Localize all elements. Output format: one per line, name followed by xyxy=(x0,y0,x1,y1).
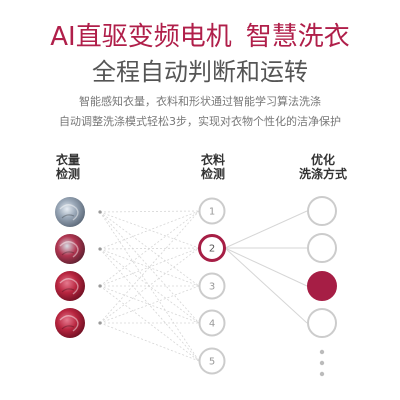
connector-dot xyxy=(98,210,102,214)
laundry-fold xyxy=(61,214,75,219)
dashed-connection-line xyxy=(99,210,200,250)
grey-laundry-icon xyxy=(55,197,85,227)
dashed-connection-line xyxy=(99,210,200,213)
dashed-connection-line xyxy=(99,322,200,362)
column-label-fabric-line-1: 衣料 xyxy=(200,153,225,167)
fabric-node-5 xyxy=(198,347,226,375)
headline-part-1: AI直驱变频电机 xyxy=(50,22,232,52)
laundry-fold xyxy=(59,204,79,221)
fabric-node-3 xyxy=(198,272,226,300)
laundry-sample-circle xyxy=(55,234,85,264)
column-label-fabric-line-2: 检测 xyxy=(200,167,225,181)
dashed-connection-line xyxy=(99,210,200,324)
wash-option-node xyxy=(307,196,337,226)
dashed-connection-line xyxy=(99,247,200,250)
connector-dot xyxy=(98,247,102,251)
fabric-node-4 xyxy=(198,309,226,337)
solid-connection-line xyxy=(224,210,308,249)
dashed-connection-line xyxy=(99,211,200,362)
column-label-fabric-detection: 衣料 检测 xyxy=(173,153,253,181)
dashed-connection-line xyxy=(99,285,200,324)
column-label-load-detection: 衣量 检测 xyxy=(28,153,108,181)
fabric-node-number: 3 xyxy=(209,282,215,293)
laundry-sample-circle xyxy=(55,197,85,227)
subheadline: 全程自动判断和运转 xyxy=(92,58,308,86)
laundry-fold xyxy=(59,278,79,295)
solid-connection-line xyxy=(224,247,308,287)
fabric-node-number: 1 xyxy=(209,207,215,218)
laundry-fold xyxy=(61,288,75,293)
wash-option-node xyxy=(307,233,337,263)
column-label-wash-line-1: 优化 xyxy=(310,153,335,167)
red-laundry-icon xyxy=(55,308,85,338)
laundry-fold xyxy=(61,251,75,256)
red-grey-laundry-icon xyxy=(55,234,85,264)
column-label-load-line-1: 衣量 xyxy=(55,153,80,167)
column-label-load-line-2: 检测 xyxy=(55,167,80,181)
laundry-sample-circle xyxy=(55,308,85,338)
fabric-node-number: 5 xyxy=(209,357,215,368)
laundry-fold xyxy=(59,241,79,258)
fabric-node-number: 4 xyxy=(209,319,215,330)
dashed-connection-line xyxy=(99,247,200,287)
dashed-connection-line xyxy=(99,248,200,287)
column-label-wash-optimization: 优化 洗涤方式 xyxy=(283,153,363,181)
dashed-connection-line xyxy=(99,211,200,324)
more-options-dot xyxy=(319,360,325,366)
dashed-connection-line xyxy=(99,248,200,362)
wash-option-node xyxy=(307,271,337,301)
connector-dot xyxy=(98,321,102,325)
network-nodes: 1 2 3 4 5 xyxy=(55,196,337,377)
connector-dot xyxy=(98,284,102,288)
dashed-connection-line xyxy=(99,247,200,324)
laundry-fold xyxy=(61,325,75,330)
more-options-dot xyxy=(319,349,325,355)
description-line-2: 自动调整洗涤模式轻松3步，实现对衣物个性化的洁净保护 xyxy=(59,115,341,128)
fabric-node-number: 2 xyxy=(209,244,215,255)
laundry-fold xyxy=(59,315,79,332)
solid-connection-line xyxy=(224,247,308,324)
dashed-connection-line xyxy=(99,210,200,287)
description-line-1: 智能感知衣量，衣料和形状通过智能学习算法洗涤 xyxy=(79,95,321,108)
connection-lines xyxy=(99,210,308,362)
more-options-dot xyxy=(319,371,325,377)
dashed-connection-line xyxy=(99,285,200,362)
headline-part-2: 智慧洗衣 xyxy=(245,22,350,52)
red-laundry-icon xyxy=(55,271,85,301)
fabric-node-2 xyxy=(198,234,226,262)
fabric-node-1 xyxy=(198,197,226,225)
headline: AI直驱变频电机智慧洗衣 xyxy=(0,24,400,50)
wash-option-node xyxy=(307,308,337,338)
column-label-wash-line-2: 洗涤方式 xyxy=(298,167,347,181)
laundry-sample-circle xyxy=(55,271,85,301)
